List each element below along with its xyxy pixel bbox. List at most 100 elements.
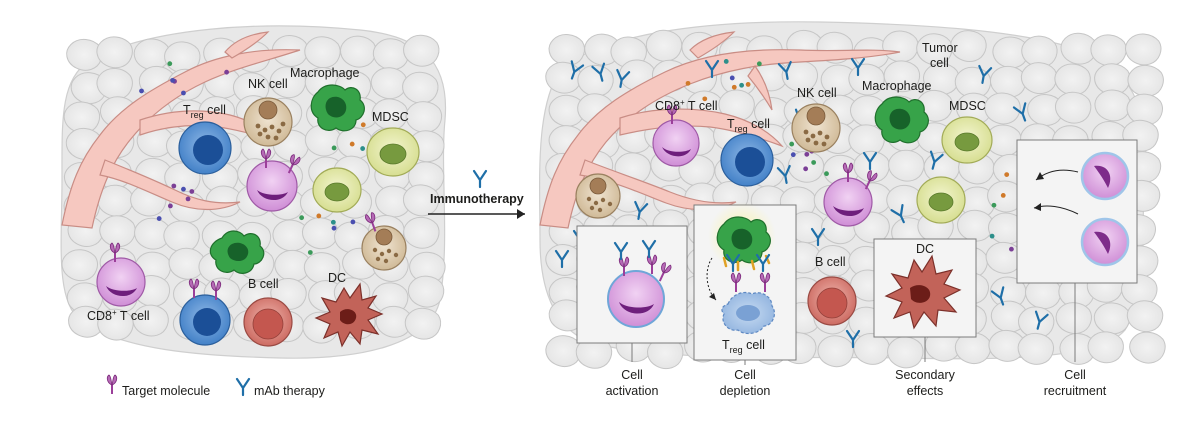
right-b-cell	[807, 276, 857, 326]
tissue-cell	[96, 36, 133, 69]
mechanism-1-line2: activation	[606, 384, 659, 398]
mab-icon	[472, 169, 488, 189]
tissue-cell	[888, 149, 925, 182]
cytokine-dot	[804, 151, 810, 157]
immunotherapy-label: Immunotherapy	[430, 192, 524, 206]
mechanism-3-line1: Secondary	[895, 368, 956, 382]
tissue-cell	[304, 124, 342, 157]
tissue-cell	[548, 34, 585, 66]
legend: Target molecule mAb therapy	[106, 374, 326, 398]
tissue-cell	[304, 36, 341, 69]
label-nk-cell: NK cell	[248, 77, 288, 91]
tissue-cell	[1094, 89, 1131, 122]
tissue-cell	[817, 335, 854, 368]
left-macrophage	[310, 84, 365, 132]
cytokine-dot	[189, 189, 195, 194]
tissue-cell	[372, 38, 410, 71]
legend-mab-therapy: mAb therapy	[254, 384, 326, 398]
cytokine-dot	[307, 250, 313, 255]
cytokine-dot	[299, 215, 305, 221]
left-macrophage-2	[209, 230, 265, 274]
recruitment-cells	[1033, 151, 1130, 267]
mechanism-3-line2: effects	[907, 384, 944, 398]
cytokine-dot	[349, 141, 355, 147]
cytokine-dot	[330, 219, 336, 225]
label-macrophage: Macrophage	[290, 66, 360, 80]
tissue-cell	[405, 101, 443, 133]
tissue-cell	[66, 38, 103, 71]
cytokine-dot	[167, 61, 173, 67]
tissue-cell	[1054, 91, 1092, 124]
cytokine-dot	[331, 225, 337, 231]
label-cd8-t-cell-right: CD8+ T cell	[655, 98, 718, 113]
left-nk-cell-2	[361, 210, 407, 271]
left-cd8-cell	[96, 242, 146, 307]
cytokine-dot	[811, 160, 817, 165]
left-mdsc-2	[312, 167, 362, 213]
label-b-cell-right: B cell	[815, 255, 846, 269]
tissue-cell	[545, 61, 582, 94]
tissue-cell	[887, 336, 924, 369]
right-nk-cell	[791, 103, 841, 153]
cytokine-dot	[181, 90, 186, 96]
cytokine-dot	[185, 196, 191, 202]
left-treg-cell-2	[179, 278, 231, 346]
cytokine-dot	[702, 96, 708, 102]
secondary-dendritic-cell	[884, 254, 962, 330]
tissue-cell	[407, 275, 445, 308]
left-nk-cell	[243, 97, 293, 147]
cytokine-dot	[1009, 246, 1014, 252]
cytokine-dot	[685, 80, 691, 86]
cytokine-dot	[756, 61, 762, 67]
label-dc: DC	[328, 271, 346, 285]
label-b-cell: B cell	[248, 277, 279, 291]
mechanism-4-line1: Cell	[1064, 368, 1086, 382]
tissue-cell	[545, 244, 582, 276]
cytokine-dot	[171, 183, 177, 189]
immunotherapy-arrow: Immunotherapy	[428, 169, 525, 219]
cytokine-dot	[331, 145, 337, 151]
tissue-cell	[403, 34, 440, 67]
cytokine-dot	[316, 213, 322, 219]
cytokine-dot	[729, 75, 735, 81]
tissue-cell	[1129, 331, 1166, 364]
tissue-cell	[61, 249, 98, 282]
cytokine-dot	[360, 122, 366, 128]
right-macrophage	[874, 96, 929, 144]
cytokine-dot	[731, 84, 737, 90]
right-mdsc	[941, 116, 993, 164]
tissue-cell	[404, 307, 442, 340]
tissue-cell	[853, 332, 890, 365]
tissue-cell	[848, 124, 885, 157]
tissue-cell	[1125, 33, 1162, 66]
left-dendritic-cell	[314, 282, 384, 348]
right-cd8-cell-activated	[823, 162, 880, 227]
tissue-cell	[645, 29, 683, 62]
cytokine-dot	[224, 69, 230, 75]
right-mdsc-2	[916, 176, 966, 224]
depletion-macrophage	[708, 202, 776, 272]
cytokine-dot	[1000, 192, 1006, 198]
cytokine-dot	[789, 141, 795, 147]
tissue-cell	[1055, 302, 1092, 335]
tissue-cell	[1093, 302, 1131, 335]
cytokine-dot	[991, 202, 997, 208]
tissue-cell	[1090, 34, 1127, 67]
cytokine-dot	[739, 82, 745, 88]
tissue-cell	[403, 216, 440, 249]
label-cd8-t-cell: CD8+ T cell	[87, 308, 150, 323]
label-mdsc-right: MDSC	[949, 99, 986, 113]
legend-target-molecule: Target molecule	[122, 384, 210, 398]
tissue-cell	[1054, 63, 1091, 96]
label-dc-right: DC	[916, 242, 934, 256]
cytokine-dot	[790, 152, 796, 158]
mechanism-1-line1: Cell	[621, 368, 643, 382]
label-treg-cell-right: Treg cell	[727, 117, 770, 134]
tissue-cell	[402, 71, 439, 104]
depletion-treg-cell	[706, 253, 776, 335]
tissue-cell	[882, 30, 919, 63]
tissue-cell	[96, 67, 133, 100]
left-mdsc	[366, 127, 420, 177]
tissue-cell	[1020, 62, 1058, 95]
